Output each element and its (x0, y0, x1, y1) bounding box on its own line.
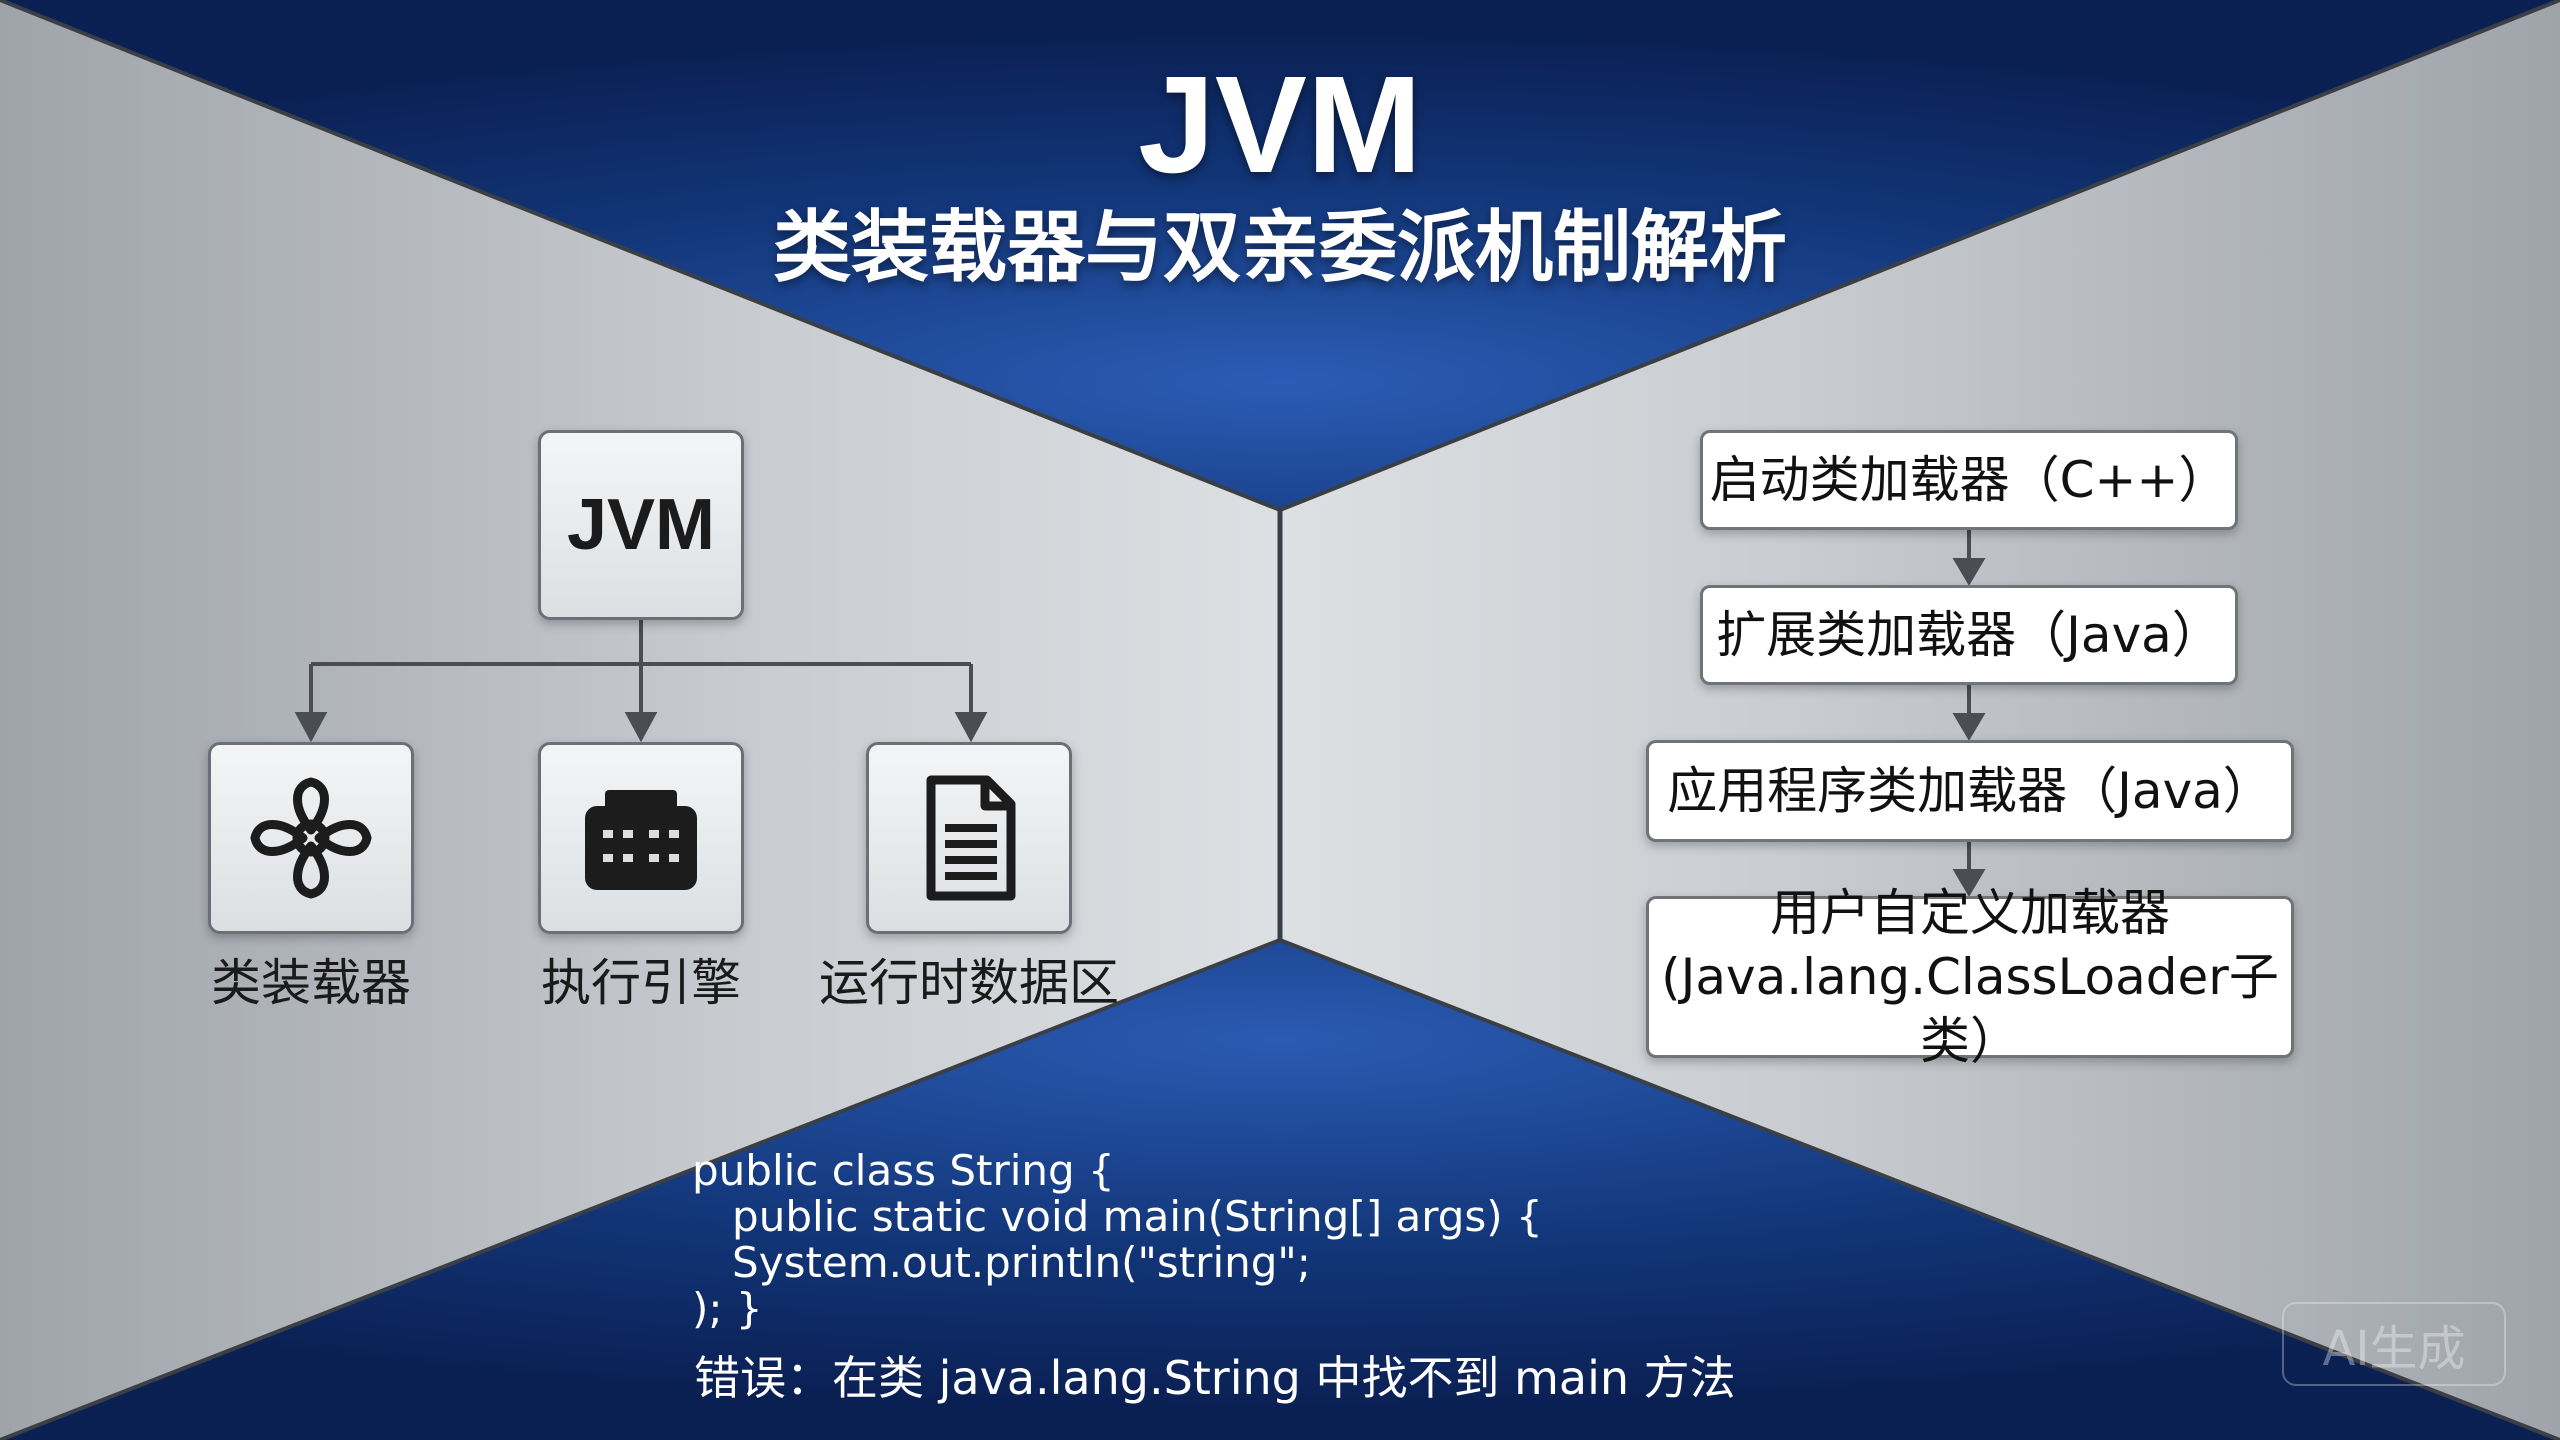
bootstrap-loader-label: 启动类加载器（C++） (1709, 451, 2229, 509)
sub-title: 类装载器与双亲委派机制解析 (772, 203, 1787, 293)
engine-icon (585, 790, 697, 890)
error-message: 错误：在类 java.lang.String 中找不到 main 方法 (694, 1351, 1736, 1405)
user-loader-label-line1: 用户自定义加载器 (1770, 884, 2170, 942)
extension-loader-label: 扩展类加载器（Java） (1716, 606, 2222, 664)
top-panel (0, 0, 2560, 510)
execution-engine-label: 执行引擎 (541, 954, 741, 1012)
extension-loader-node: 扩展类加载器（Java） (1700, 585, 2238, 685)
class-loader-node (208, 742, 414, 934)
user-loader-label-line2: (Java.lang.ClassLoader子类） (1661, 948, 2279, 1070)
bootstrap-loader-node: 启动类加载器（C++） (1700, 430, 2238, 530)
flower-icon (250, 777, 372, 899)
class-loader-label: 类装载器 (211, 954, 411, 1012)
bottom-panel (0, 940, 2560, 1440)
code-line: public static void main(String[] args) { (692, 1192, 1543, 1241)
code-snippet: public class String { public static void… (692, 1148, 1543, 1332)
execution-engine-node (538, 742, 744, 934)
document-icon (926, 775, 1016, 901)
code-line: public class String { (692, 1146, 1115, 1195)
jvm-root-node: JVM (538, 430, 744, 620)
application-loader-node: 应用程序类加载器（Java） (1646, 740, 2294, 842)
application-loader-label: 应用程序类加载器（Java） (1667, 762, 2273, 820)
user-loader-node: 用户自定义加载器 (Java.lang.ClassLoader子类） (1646, 884, 2294, 1070)
ai-watermark: AI生成 (2282, 1302, 2506, 1386)
right-panel (1280, 0, 2560, 1440)
runtime-data-area-label: 运行时数据区 (819, 954, 1119, 1012)
code-line: ); } (692, 1284, 763, 1333)
main-title: JVM (1138, 48, 1422, 202)
code-line: System.out.println("string"; (692, 1238, 1311, 1287)
tree-connectors (294, 620, 988, 743)
runtime-data-area-node (866, 742, 1072, 934)
jvm-root-label: JVM (566, 485, 716, 565)
loader-arrows (1952, 530, 1986, 897)
